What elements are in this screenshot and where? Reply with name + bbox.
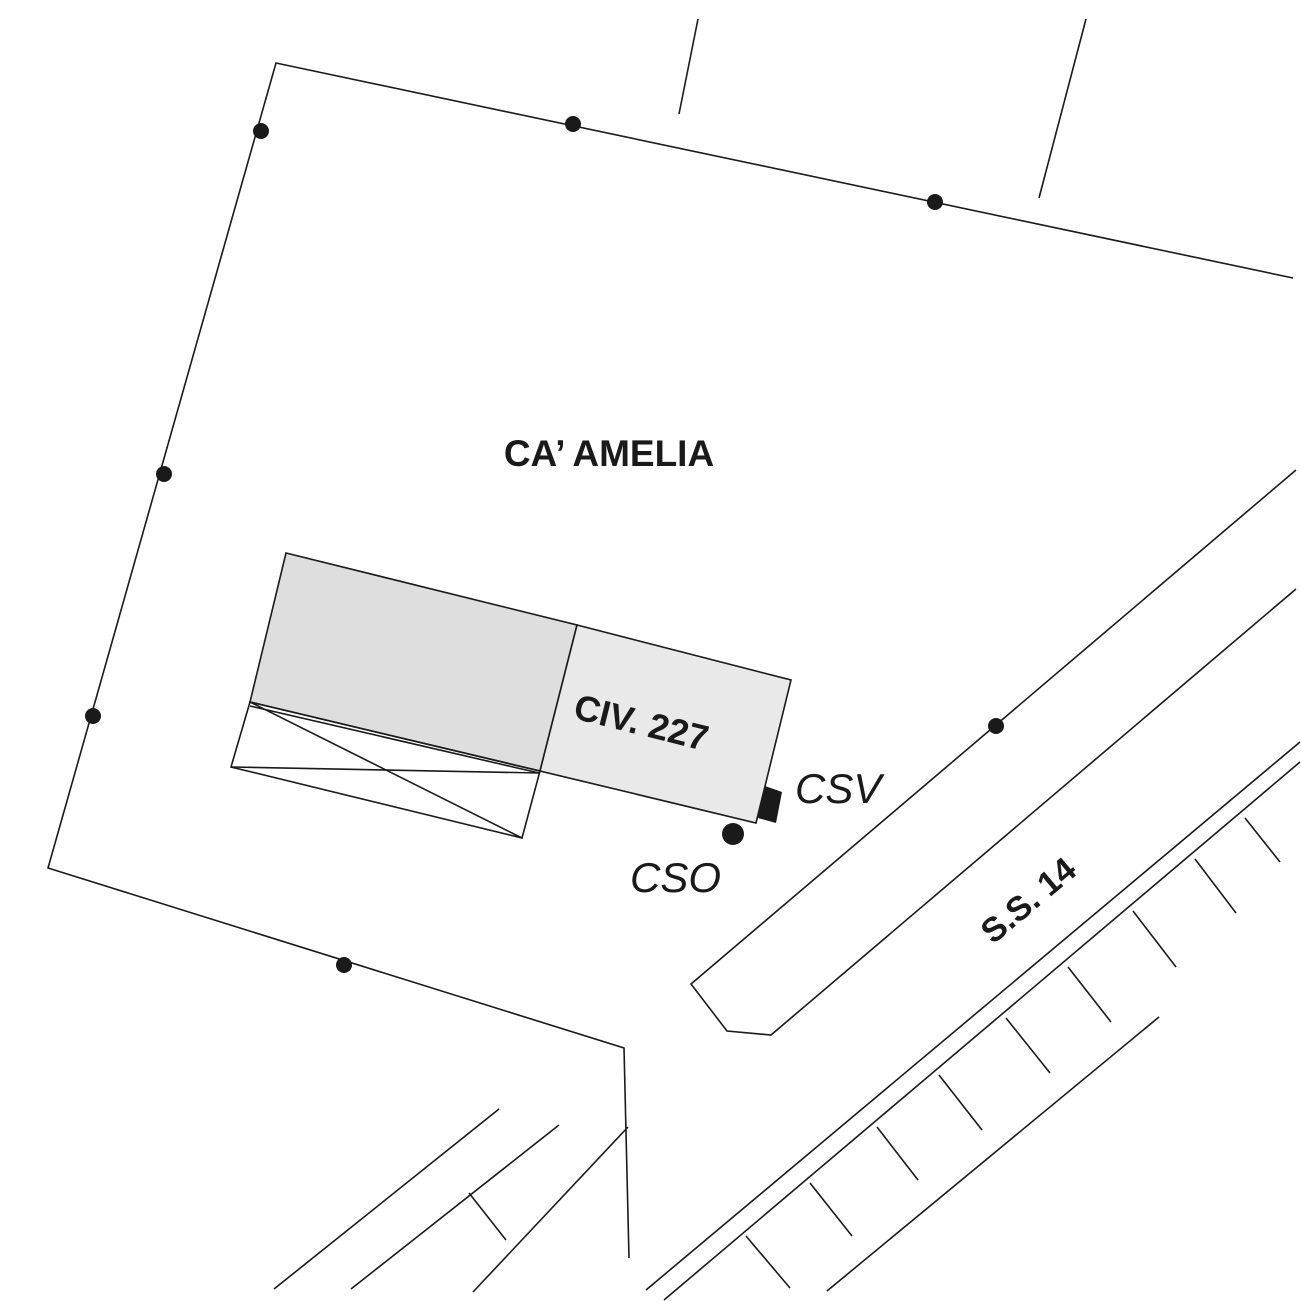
road-name-label: S.S. 14 (974, 850, 1084, 951)
road-island-curb (689, 469, 1297, 1036)
boundary-marker-dot (85, 708, 101, 724)
open-shed (229, 701, 541, 839)
parcel-edge-top-right (1038, 18, 1087, 199)
csv-label: CSV (795, 765, 885, 812)
boundary-marker-dot (156, 466, 172, 482)
csv-marker-square (758, 786, 782, 823)
boundary-marker-dot (927, 194, 943, 210)
cso-label: CSO (630, 854, 721, 901)
boundary-markers (85, 116, 1004, 973)
building-main (249, 552, 578, 772)
cso-marker-dot (722, 823, 744, 845)
boundary-marker-dot (336, 957, 352, 973)
side-road (273, 1108, 629, 1293)
building-civ-227 (539, 624, 792, 824)
property-boundary (47, 62, 1294, 1259)
boundary-marker-dot (565, 116, 581, 132)
parking-stalls (745, 817, 1281, 1292)
road-edge-south (663, 761, 1301, 1301)
road-edge-north (645, 741, 1301, 1291)
parcel-edge-top-left (678, 18, 699, 115)
property-name-label: CA’ AMELIA (504, 433, 714, 474)
boundary-marker-dot (253, 123, 269, 139)
